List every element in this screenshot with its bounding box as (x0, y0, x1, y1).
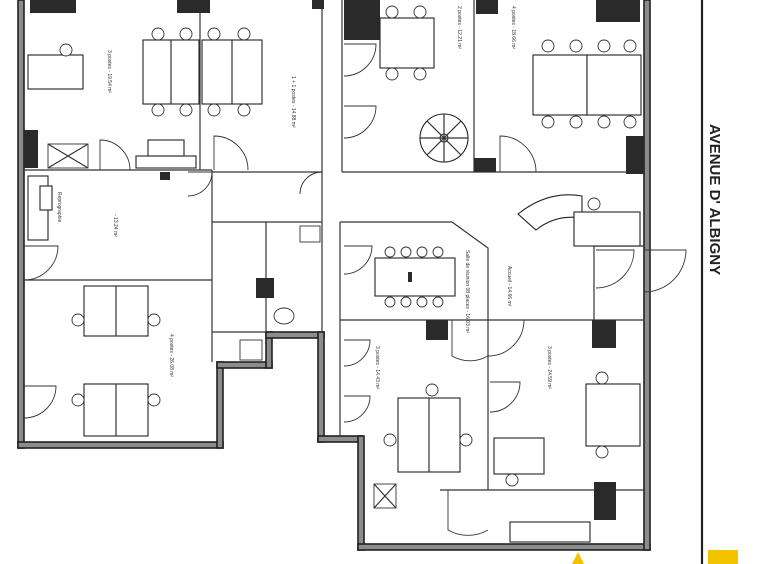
room-label-r3: 2 postes - 12.21 m² (456, 6, 462, 49)
room-label-r6: - 13.24 m² (112, 214, 118, 237)
room-label-r1: 3 postes - 19.54 m² (106, 50, 112, 93)
furniture (27, 5, 642, 543)
room-labels: 3 postes - 19.54 m² 1 + 1 postes - 14.88… (56, 6, 552, 389)
room-label-r7: Salle de réunion 08 places - 16.03 m² (464, 250, 470, 333)
pillars (24, 0, 644, 520)
room-label-r10: 3 postes - 14.43 m² (374, 346, 380, 389)
doors (23, 43, 687, 536)
room-label-r2: 1 + 1 postes - 14.88 m² (290, 76, 296, 128)
room-label-r8: Accueil - 14.66 m² (506, 266, 512, 307)
room-label-r5: Reprographie (56, 192, 62, 223)
bottom-marks (572, 550, 738, 564)
room-label-r11: 3 postes - 24.59 m² (546, 346, 552, 389)
accent-tab (708, 550, 738, 564)
street-label: AVENUE D' ALBIGNY (706, 124, 723, 275)
room-label-r4: 4 postes - 18.66 m² (510, 6, 516, 49)
street: AVENUE D' ALBIGNY (700, 0, 723, 564)
room-label-r9: 4 postes - 26.08 m² (168, 334, 174, 377)
accent-triangle (572, 552, 584, 564)
